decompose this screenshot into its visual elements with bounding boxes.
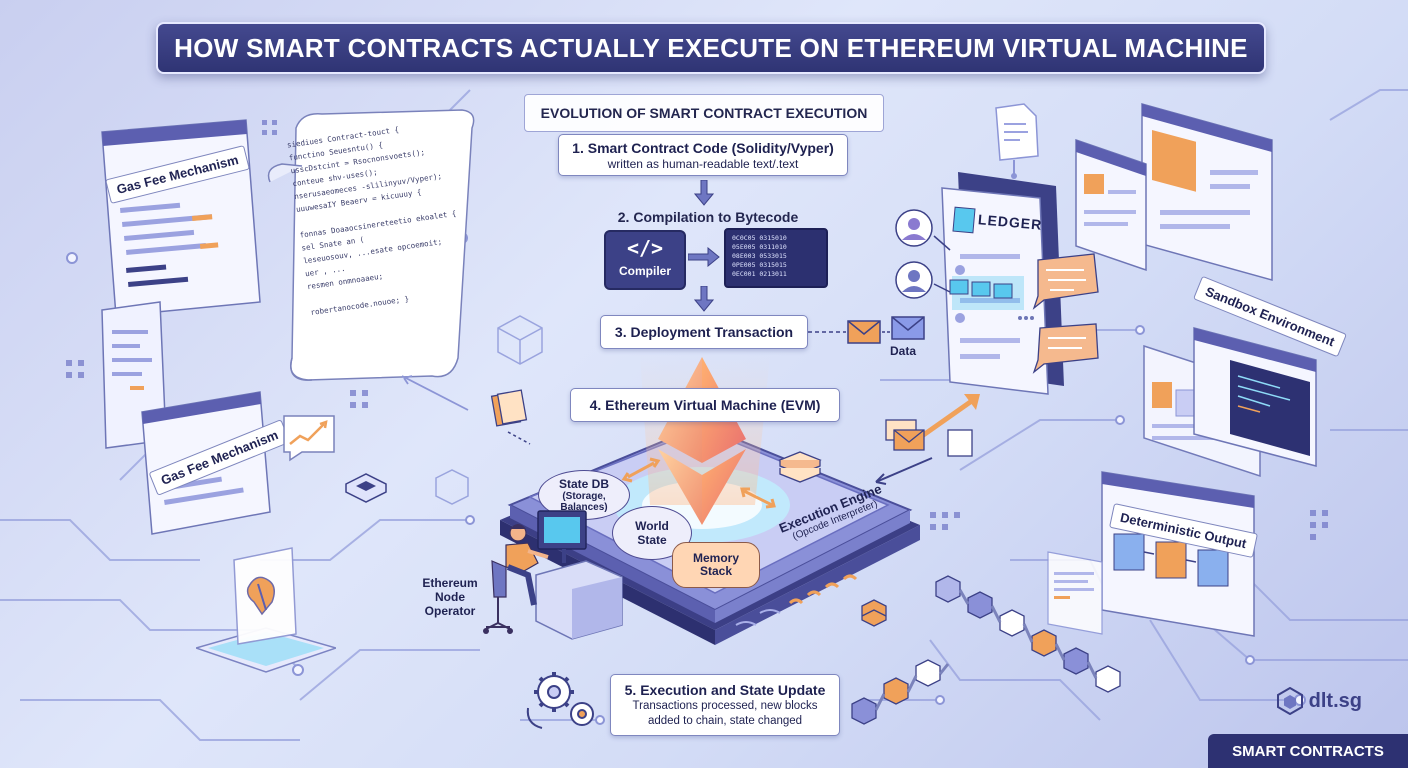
memory-stack-label-1: Memory — [692, 551, 739, 565]
bytecode-line: 0PE005 0315015 — [732, 261, 787, 269]
step-1-subtitle: written as human-readable text/.text — [607, 157, 799, 171]
deployment-data-label: Data — [890, 344, 917, 358]
document-stack-top-icon — [995, 103, 1039, 179]
hologram-security-pad — [196, 547, 336, 673]
brand-logo: dlt.sg — [1276, 687, 1362, 715]
flow-header: EVOLUTION OF SMART CONTRACT EXECUTION — [524, 94, 884, 132]
step-1-source-code: 1. Smart Contract Code (Solidity/Vyper) … — [558, 134, 848, 176]
internal-arrows — [621, 457, 776, 509]
world-state-label-1: World — [635, 519, 669, 533]
transactions-incoming-icon — [875, 394, 980, 485]
deterministic-output-window — [1047, 471, 1255, 637]
memory-stack-label-2: Stack — [699, 564, 733, 578]
memory-stack-node: Memory Stack — [672, 542, 760, 588]
step-5-subtitle-2: added to chain, state changed — [647, 715, 803, 727]
brand-name: dlt.sg — [1308, 689, 1362, 712]
operator-label-2: Node — [435, 590, 465, 604]
code-brackets-icon: </> — [626, 236, 664, 260]
state-db-detail: (Storage, Balances) — [560, 490, 608, 513]
arrow-down-1-icon — [694, 180, 714, 206]
compiler-box: </> Compiler — [604, 230, 686, 290]
ledger-panel — [941, 172, 1064, 395]
bytecode-line: 0EC001 0213011 — [732, 270, 787, 278]
step-5-subtitle-1: Transactions processed, new blocks — [632, 700, 818, 712]
step-1-title: 1. Smart Contract Code (Solidity/Vyper) — [572, 140, 834, 156]
bytecode-line: 0C0C05 0315010 — [732, 234, 787, 242]
chip-icon — [345, 473, 387, 503]
world-state-node: World State — [612, 506, 692, 560]
bytecode-line: 08E003 0533015 — [732, 252, 787, 260]
code-scroll-paper — [267, 109, 475, 381]
step-4-title: 4. Ethereum Virtual Machine (EVM) — [589, 397, 821, 413]
compiler-label: Compiler — [618, 264, 671, 278]
operator-label-1: Ethereum — [422, 576, 478, 590]
chat-bubbles-icon — [1032, 253, 1099, 374]
node-operator-illustration — [483, 510, 623, 640]
step-5-execution: 5. Execution and State Update Transactio… — [610, 674, 840, 736]
page-title: HOW SMART CONTRACTS ACTUALLY EXECUTE ON … — [156, 22, 1266, 74]
browser-windows-top — [1075, 103, 1273, 281]
footer-category-tag: SMART CONTRACTS — [1208, 734, 1408, 768]
step-3-deployment: 3. Deployment Transaction — [600, 315, 808, 349]
blockchain-chain-icon — [851, 575, 1121, 725]
step-4-evm: 4. Ethereum Virtual Machine (EVM) — [570, 388, 840, 422]
gears-icon — [526, 672, 594, 729]
step-5-title: 5. Execution and State Update — [624, 682, 826, 698]
step-2-title: 2. Compilation to Bytecode — [617, 209, 799, 225]
code-scroll-text: siediues Contract-touct { functino Seues… — [286, 115, 480, 319]
step-3-title: 3. Deployment Transaction — [614, 324, 794, 340]
stacked-disks-icon — [778, 451, 822, 483]
bytecode-line: 05E005 0311010 — [732, 243, 787, 251]
state-db-label: State DB — [558, 476, 609, 491]
arrow-right-compile-icon — [688, 247, 720, 267]
bytecode-output: 0C0C05 0315010 05E005 0311010 08E003 053… — [724, 228, 828, 288]
user-avatars-icon — [895, 209, 951, 299]
hexagon-logo-icon — [1276, 687, 1303, 715]
files-to-evm-icon — [401, 375, 531, 445]
operator-label-3: Operator — [424, 604, 476, 618]
operator-label: Ethereum Node Operator — [414, 576, 486, 618]
deployment-envelopes-icon — [808, 316, 925, 344]
world-state-label-2: State — [637, 533, 667, 547]
gas-price-chart-icon — [283, 415, 335, 462]
arrow-down-2-icon — [694, 286, 714, 312]
sandbox-window — [1143, 327, 1317, 478]
